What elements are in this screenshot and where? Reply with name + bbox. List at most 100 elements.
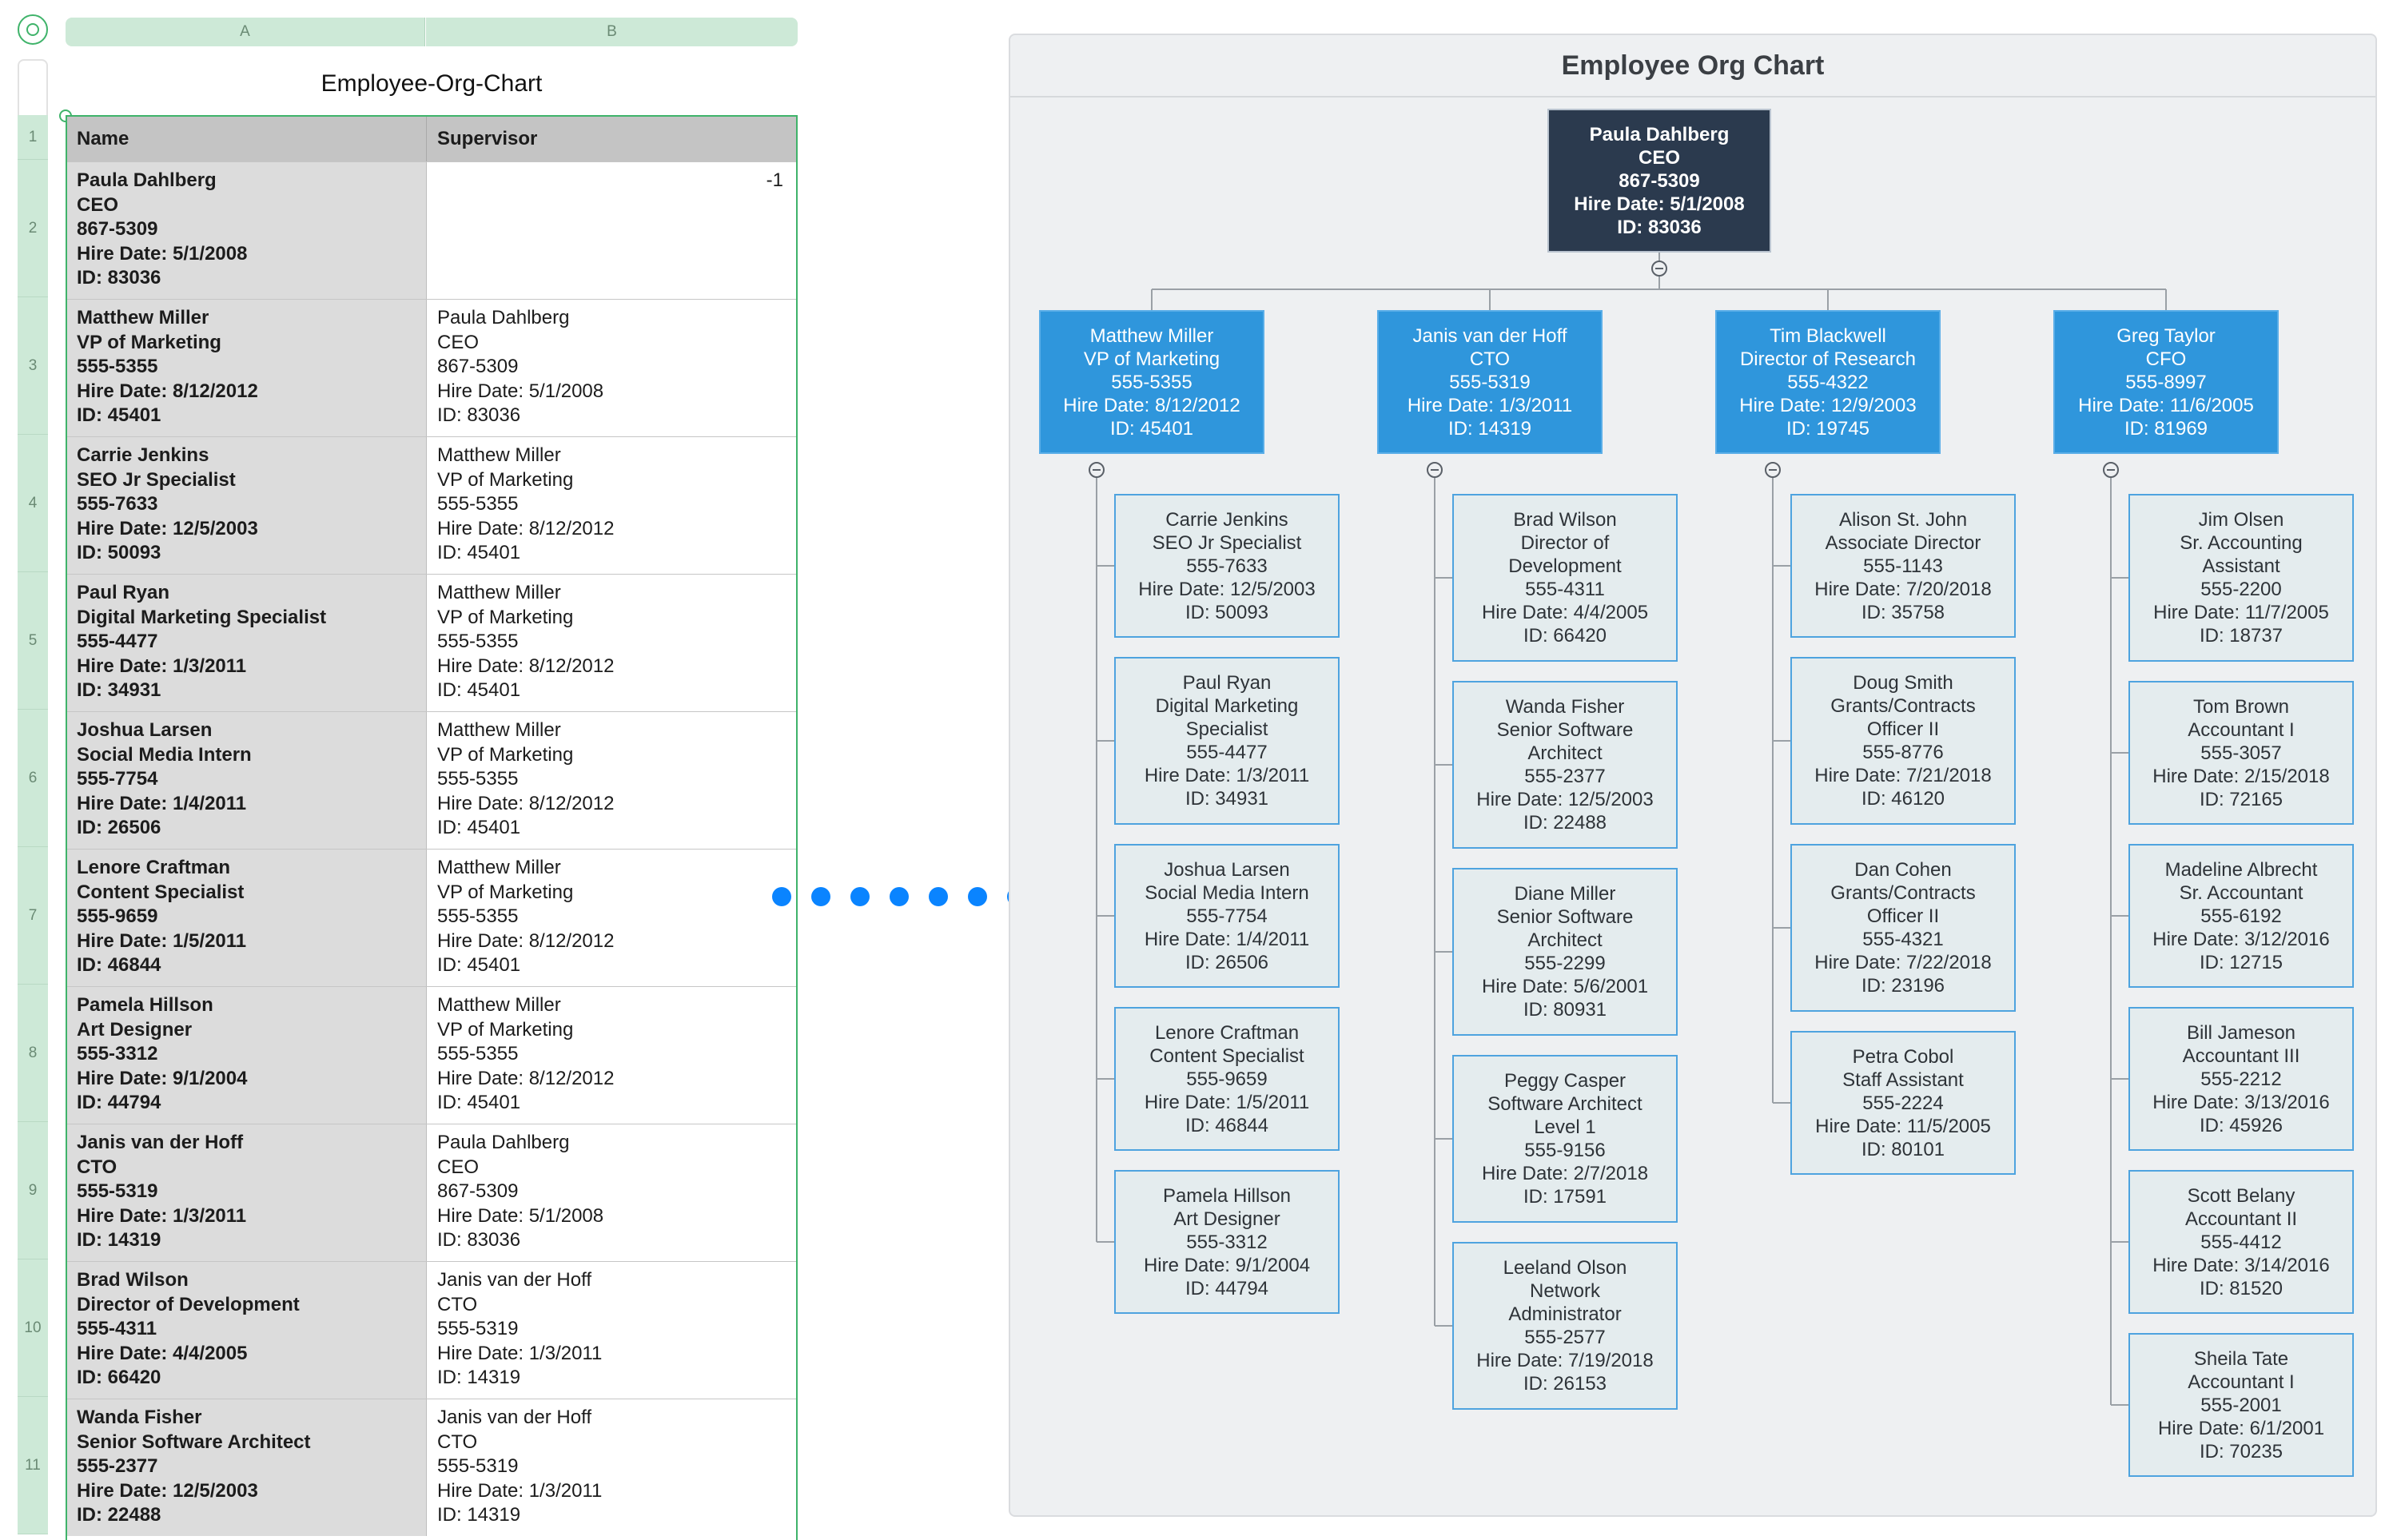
row-number[interactable]: 5	[18, 572, 48, 710]
node-text-line: Social Media Intern	[1145, 881, 1309, 904]
node-text-line: Peggy Casper	[1503, 1070, 1627, 1092]
cell-line: Matthew Miller	[437, 857, 561, 878]
cell-line: CEO	[77, 193, 119, 216]
node-text-line: ID: 80931	[1523, 999, 1607, 1021]
collapse-minus-icon[interactable]	[1651, 261, 1667, 277]
node-text-line: Dan Cohen	[1854, 859, 1952, 881]
node-text-line: Doug Smith	[1853, 672, 1953, 694]
header-cell-name[interactable]: Name	[67, 117, 427, 161]
cell-line: CTO	[437, 1431, 478, 1453]
node-text-line: Digital Marketing	[1155, 695, 1299, 717]
node-text-line: Associate Director	[1825, 531, 1981, 554]
cell-line: Hire Date: 4/4/2005	[77, 1342, 248, 1364]
cell-line: Content Specialist	[77, 881, 245, 903]
row-number[interactable]: 4	[18, 435, 48, 572]
row-number[interactable]: 9	[18, 1122, 48, 1259]
collapse-minus-icon[interactable]	[1765, 462, 1781, 478]
supervisor-cell[interactable]: -1	[428, 162, 796, 299]
node-text-line: Tom Brown	[2192, 695, 2290, 718]
collapse-minus-icon[interactable]	[1427, 462, 1443, 478]
row-number[interactable]: 8	[18, 985, 48, 1122]
node-text-line: Administrator	[1508, 1303, 1622, 1325]
table-title[interactable]: Employee-Org-Chart	[321, 70, 543, 97]
node-text-line: Lenore Craftman	[1154, 1021, 1300, 1044]
row-number[interactable]: 10	[18, 1259, 48, 1397]
node-text-line: Specialist	[1185, 718, 1268, 740]
node-text-line: Hire Date: 12/9/2003	[1739, 394, 1917, 416]
row-number[interactable]: 7	[18, 847, 48, 985]
node-text-line: Hire Date: 1/3/2011	[1144, 765, 1310, 786]
column-header-b[interactable]: B	[426, 18, 798, 46]
column-header-a[interactable]: A	[66, 18, 425, 46]
node-text-line: Bill Jameson	[2186, 1021, 2296, 1044]
node-text-line: ID: 45926	[2199, 1114, 2284, 1136]
header-cell-supervisor[interactable]: Supervisor	[437, 128, 538, 149]
connector-dot	[890, 887, 909, 906]
row-number[interactable]: 2	[18, 160, 48, 297]
row-number[interactable]: 11	[18, 1397, 48, 1534]
cell-line: Hire Date: 9/1/2004	[77, 1067, 248, 1089]
row-number[interactable]: 1	[18, 115, 48, 160]
cell-line: Janis van der Hoff	[77, 1132, 244, 1153]
node-text-line: 555-1143	[1863, 555, 1943, 577]
node-text-line: Matthew Miller	[1089, 324, 1214, 347]
node-text-line: Tim Blackwell	[1770, 324, 1886, 347]
node-text-line: Hire Date: 8/12/2012	[1063, 394, 1240, 416]
select-all-circle-icon[interactable]	[18, 14, 48, 45]
node-text-line: 555-2577	[1524, 1327, 1606, 1348]
collapse-minus-icon[interactable]	[2103, 462, 2119, 478]
collapse-minus-icon[interactable]	[1089, 462, 1105, 478]
row-number[interactable]: 6	[18, 710, 48, 847]
header-row: Name Supervisor	[67, 117, 796, 161]
cell-line: VP of Marketing	[437, 606, 574, 628]
row-number[interactable]: 3	[18, 297, 48, 435]
